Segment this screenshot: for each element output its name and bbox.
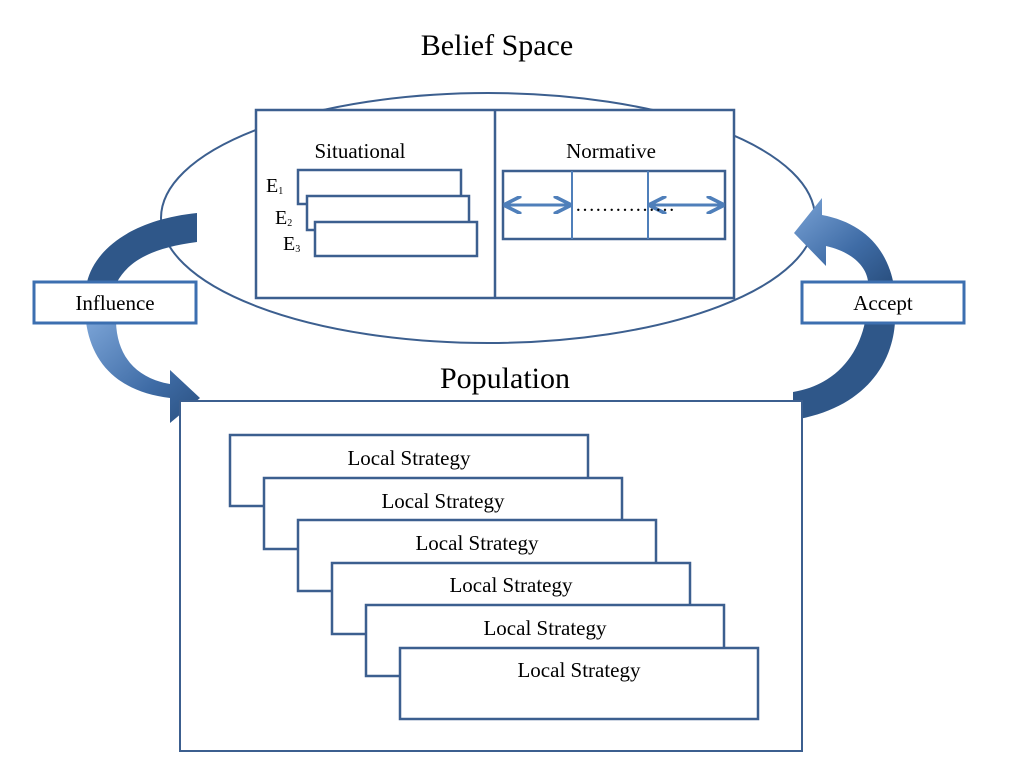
local-strategy-label-3: Local Strategy [415, 531, 539, 555]
exemplar-label-2: E2 [275, 207, 292, 229]
situational-label: Situational [315, 139, 406, 163]
influence-arrow-lower [86, 322, 200, 423]
local-strategy-label-2: Local Strategy [381, 489, 505, 513]
normative-label: Normative [566, 139, 656, 163]
local-strategy-label-5: Local Strategy [483, 616, 607, 640]
local-strategy-label-1: Local Strategy [347, 446, 471, 470]
local-strategy-label-6: Local Strategy [517, 658, 641, 682]
local-strategy-label-4: Local Strategy [449, 573, 573, 597]
exemplar-label-1: E1 [266, 175, 283, 197]
population-title: Population [440, 362, 570, 395]
exemplar-label-3: E3 [283, 233, 300, 255]
local-strategy-card-6 [398, 646, 760, 721]
influence-box [32, 280, 198, 325]
accept-arrow-upper [794, 198, 893, 281]
exemplar-box-3 [313, 220, 479, 258]
accept-label: Accept [853, 291, 913, 315]
local-strategy-stack: Local Strategy Local Strategy Local Stra… [228, 433, 760, 721]
influence-label: Influence [75, 291, 154, 315]
accept-arrow-lower [793, 322, 895, 420]
influence-arrow-upper [87, 213, 197, 282]
accept-box [800, 280, 966, 325]
normative-dots: …………… [575, 194, 675, 216]
belief-space-title: Belief Space [421, 29, 573, 62]
